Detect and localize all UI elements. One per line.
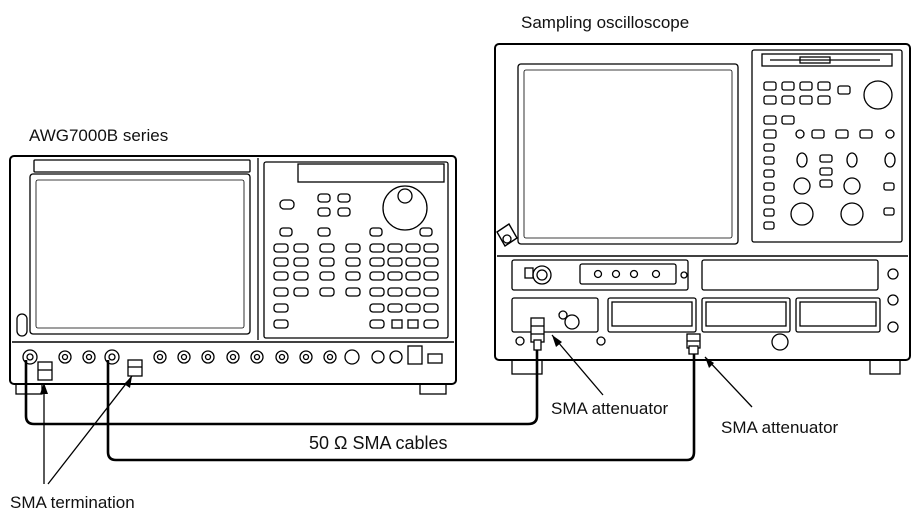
cable-2 <box>106 354 696 462</box>
leader-lines <box>43 334 753 485</box>
awg-instrument <box>9 155 457 395</box>
sma-cables <box>24 350 696 462</box>
awg-label: AWG7000B series <box>29 126 168 145</box>
awg-connectors <box>22 345 443 365</box>
arrow-heads <box>40 335 714 394</box>
oscilloscope-instrument <box>494 43 911 375</box>
attenuator-label-2: SMA attenuator <box>721 418 839 437</box>
cable-1 <box>24 350 539 426</box>
attenuator-label-1: SMA attenuator <box>551 399 669 418</box>
oscilloscope-label: Sampling oscilloscope <box>521 13 689 32</box>
awg-keypad <box>273 243 439 329</box>
cables-label: 50 Ω SMA cables <box>309 433 448 453</box>
termination-label: SMA termination <box>10 493 135 512</box>
